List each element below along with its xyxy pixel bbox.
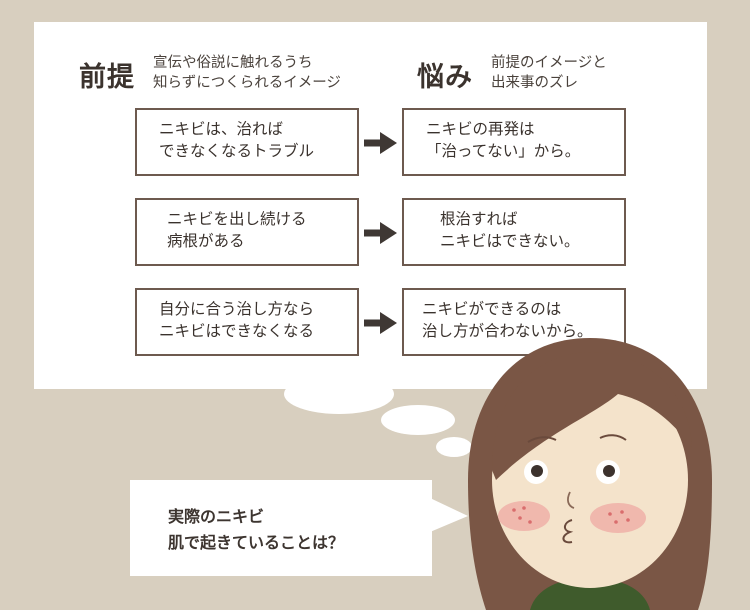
thought-bubble-large <box>284 374 394 414</box>
worry-box-1: ニキビの再発は 「治ってない」から。 <box>402 108 626 176</box>
premise-note: 宣伝や俗説に触れるうち 知らずにつくられるイメージ <box>153 55 341 91</box>
question-text: 実際のニキビ 肌で起きていることは？ <box>168 507 345 552</box>
arrow-right-icon <box>364 132 397 154</box>
premise-box-1: ニキビは、治れば できなくなるトラブル <box>135 108 359 176</box>
worried-girl-illustration <box>468 338 712 610</box>
premise-title: 前提 <box>79 62 135 93</box>
thought-bubble-medium <box>381 405 455 435</box>
arrow-right-icon <box>364 222 397 244</box>
thought-bubble-small <box>436 437 472 457</box>
premise-box-3: 自分に合う治し方なら ニキビはできなくなる <box>135 288 359 356</box>
worry-note: 前提のイメージと 出来事のズレ <box>491 55 607 91</box>
arrow-right-icon <box>364 312 397 334</box>
speech-pointer <box>430 498 468 532</box>
worry-title: 悩み <box>417 62 473 93</box>
premise-box-2: ニキビを出し続ける 病根がある <box>135 198 359 266</box>
question-card: 実際のニキビ 肌で起きていることは？ <box>130 480 432 576</box>
worry-box-2: 根治すれば ニキビはできない。 <box>402 198 626 266</box>
